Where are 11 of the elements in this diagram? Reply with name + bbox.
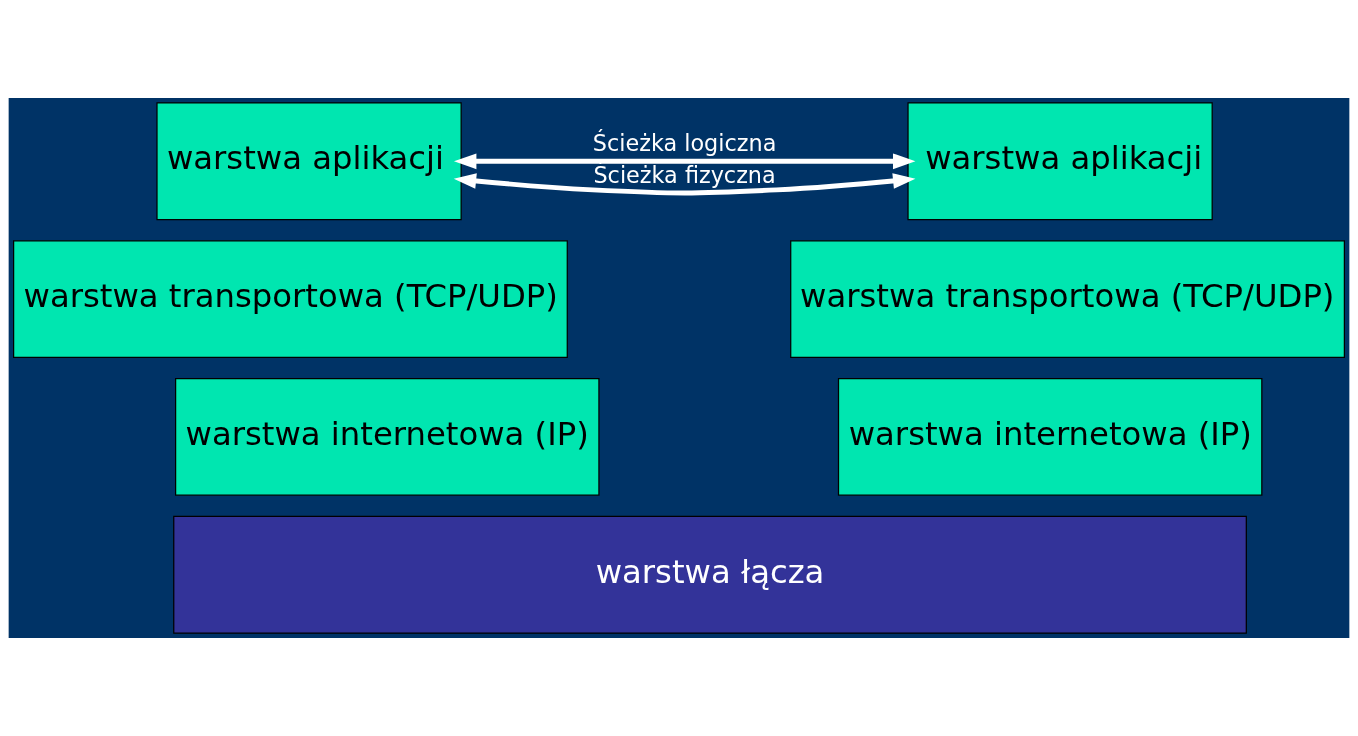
node-box: warstwa aplikacji — [907, 102, 1213, 221]
arrow — [454, 153, 916, 170]
node-box: warstwa internetowa (IP) — [175, 377, 600, 496]
node-box: warstwa łącza — [173, 515, 1247, 634]
arrow — [453, 173, 916, 196]
node-box: warstwa transportowa (TCP/UDP) — [790, 240, 1345, 359]
node-box: warstwa internetowa (IP) — [837, 377, 1263, 496]
edge-label: Ścieżka fizyczna — [593, 161, 776, 188]
edge-label: Ścieżka logiczna — [592, 129, 777, 156]
node-box: warstwa aplikacji — [156, 102, 462, 221]
node-box: warstwa transportowa (TCP/UDP) — [13, 240, 568, 359]
